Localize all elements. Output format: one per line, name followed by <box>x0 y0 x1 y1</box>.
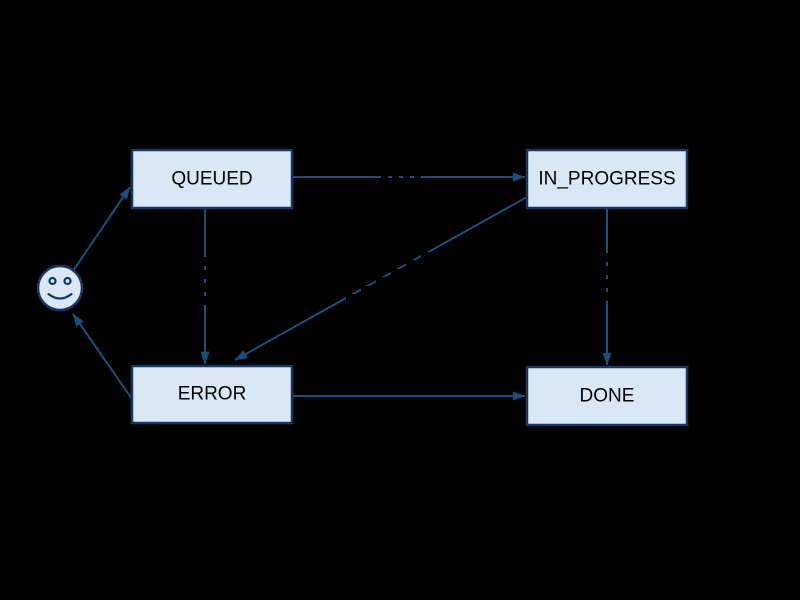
edge-label-artifact <box>600 253 614 301</box>
smiley-left-eye <box>48 276 57 286</box>
edge-label-artifacts <box>198 166 614 305</box>
edge-label-artifact <box>381 166 421 180</box>
state-box <box>130 364 294 425</box>
smiley-right-eye <box>63 276 72 286</box>
state-node-in-progress: IN_PROGRESS <box>525 148 689 210</box>
state-node-start <box>36 264 84 312</box>
state-label: QUEUED <box>171 169 252 190</box>
state-node-queued: QUEUED <box>130 148 294 210</box>
edge-label-artifact <box>198 257 212 305</box>
smiley-mouth <box>47 292 73 300</box>
edge-start-to-queued <box>72 186 131 272</box>
state-label: DONE <box>580 386 635 407</box>
smiley-face-icon <box>36 264 84 312</box>
state-label: IN_PROGRESS <box>538 169 675 190</box>
state-box <box>525 365 689 427</box>
edge-label-artifact <box>346 252 430 303</box>
edge-error-to-start <box>72 313 133 400</box>
state-box <box>525 148 689 210</box>
nodes: QUEUED IN_PROGRESS ERROR DONE <box>36 148 689 427</box>
state-box <box>130 148 294 210</box>
state-label: ERROR <box>178 384 247 405</box>
state-node-error: ERROR <box>130 364 294 425</box>
state-node-done: DONE <box>525 365 689 427</box>
